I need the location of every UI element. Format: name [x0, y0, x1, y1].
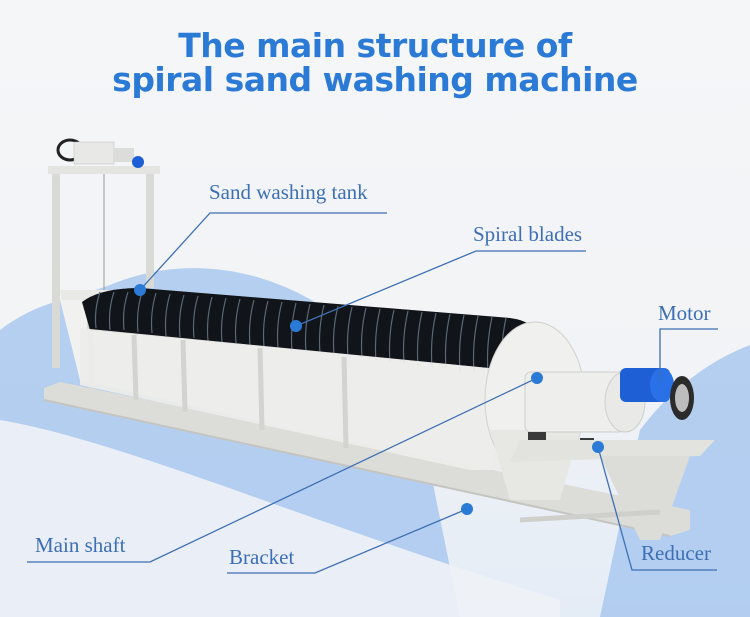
label-motor: Motor [658, 301, 711, 325]
leader-main-shaft [27, 377, 538, 563]
label-main-shaft: Main shaft [35, 533, 126, 557]
label-sand-washing-tank: Sand washing tank [209, 180, 368, 204]
leader-sand-washing-tank [139, 212, 387, 291]
label-reducer: Reducer [641, 541, 711, 565]
label-spiral-blades: Spiral blades [473, 222, 583, 246]
motor-graphic [620, 368, 694, 420]
dot-spiral-blades [290, 320, 302, 332]
dot-reducer [592, 441, 604, 453]
leader-reducer [597, 446, 717, 571]
page-title-line-2: spiral sand washing machine [112, 60, 638, 99]
lifting-frame [48, 138, 160, 368]
leader-bracket [227, 508, 468, 574]
dot-bracket [461, 503, 473, 515]
leader-lines [27, 212, 718, 574]
leader-motor [659, 328, 718, 382]
label-bracket: Bracket [229, 545, 295, 569]
leader-spiral-blades [295, 250, 586, 327]
dot-sand-washing-tank [134, 284, 146, 296]
dot-main-shaft [531, 372, 543, 384]
callout-dots [134, 284, 604, 515]
page-title-line-1: The main structure of [178, 26, 572, 65]
